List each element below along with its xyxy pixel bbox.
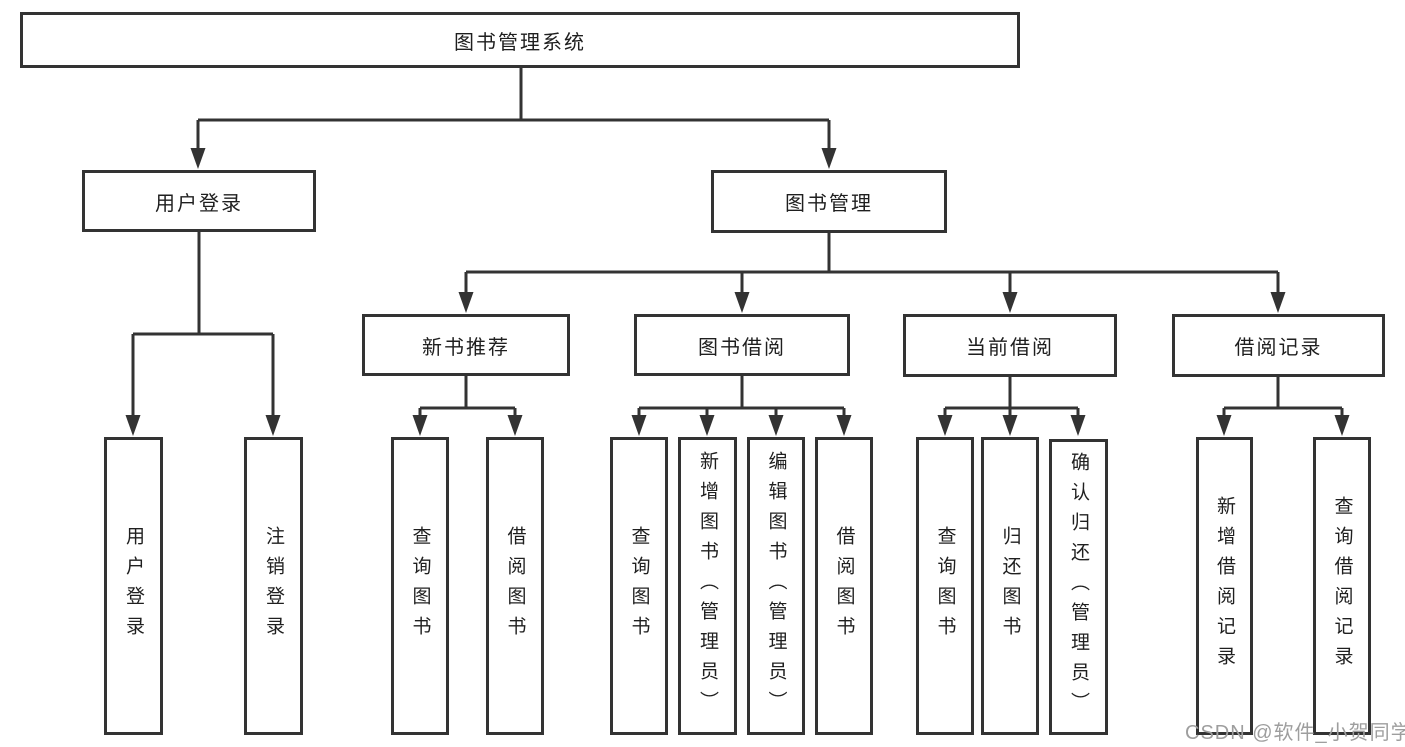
- connector-new-book-children: [418, 376, 517, 420]
- connector-record-children: [1222, 377, 1344, 420]
- node-current-borrow: 当前借阅: [903, 314, 1117, 377]
- leaf-confirm-return-admin: 确认归还（管理员）: [1049, 439, 1108, 735]
- leaf-query-borrow-record: 查询借阅记录: [1313, 437, 1371, 735]
- leaf-logout: 注销登录: [244, 437, 303, 735]
- node-new-book-recommend: 新书推荐: [362, 314, 570, 376]
- leaf-return-books: 归还图书: [981, 437, 1039, 735]
- leaf-user-login: 用户登录: [104, 437, 163, 735]
- connector-user-login-children: [131, 232, 275, 419]
- arrowhead-down-icons: [125, 148, 1350, 436]
- node-book-management: 图书管理: [711, 170, 947, 233]
- leaf-borrow-books-2: 借阅图书: [815, 437, 873, 735]
- node-borrow-records: 借阅记录: [1172, 314, 1385, 377]
- leaf-borrow-books-1: 借阅图书: [486, 437, 544, 735]
- node-book-borrow: 图书借阅: [634, 314, 850, 376]
- leaf-query-books-1: 查询图书: [391, 437, 449, 735]
- leaf-add-borrow-record: 新增借阅记录: [1196, 437, 1253, 735]
- leaf-edit-books-admin: 编辑图书（管理员）: [747, 437, 805, 735]
- connector-borrow-children: [637, 376, 846, 420]
- leaf-query-books-3: 查询图书: [916, 437, 974, 735]
- leaf-query-books-2: 查询图书: [610, 437, 668, 735]
- csdn-watermark: CSDN @软件_小贺同学: [1185, 722, 1405, 744]
- leaf-add-books-admin: 新增图书（管理员）: [678, 437, 737, 735]
- node-library-management-system: 图书管理系统: [20, 12, 1020, 68]
- connector-root-to-level2: [196, 68, 831, 152]
- node-user-login: 用户登录: [82, 170, 316, 232]
- connector-book-mgmt-to-level3: [464, 233, 1280, 296]
- connector-current-children: [943, 376, 1080, 420]
